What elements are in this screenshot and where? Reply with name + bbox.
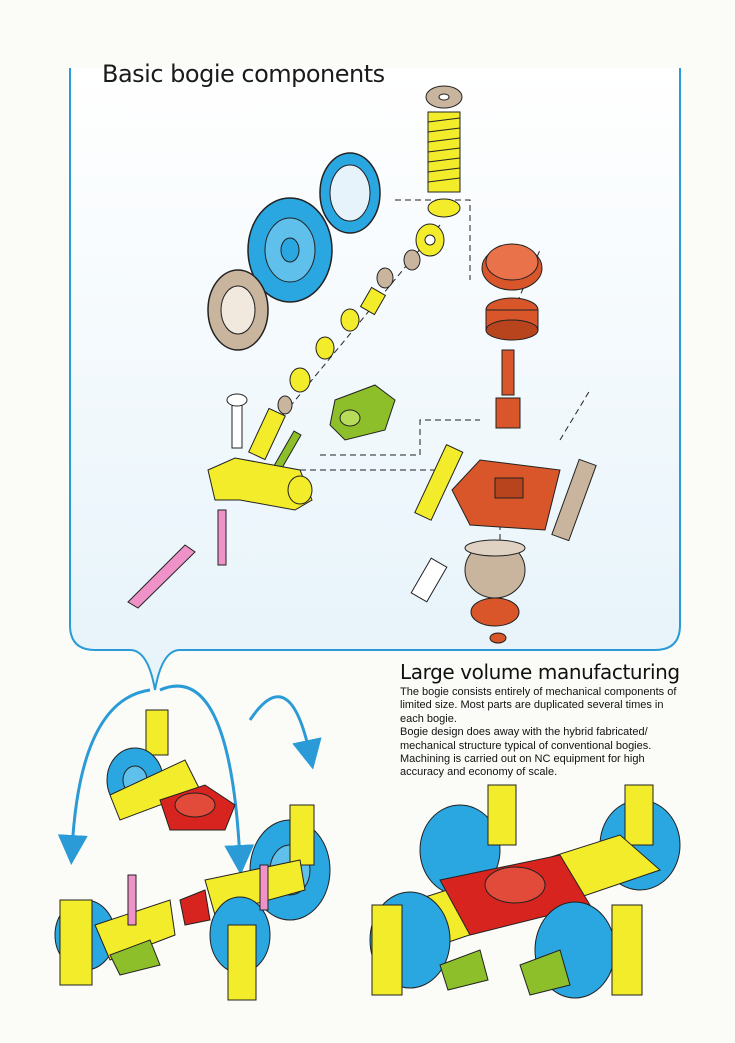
page-title: Basic bogie components — [102, 60, 385, 88]
tyre-blue — [319, 152, 381, 234]
wheel-disc-blue — [247, 197, 333, 303]
tan-axle-right — [551, 458, 597, 542]
partial-assembly-left — [54, 874, 176, 986]
pink-link — [127, 509, 227, 609]
section-heading: Large volume manufacturing — [400, 660, 680, 684]
full-bogie-assembly — [369, 784, 681, 999]
paragraph-2: Bogie design does away with the hybrid f… — [400, 726, 652, 779]
spring-stack — [403, 85, 463, 271]
body-text: The bogie consists entirely of mechanica… — [400, 686, 686, 780]
axle-parts — [248, 267, 394, 476]
paragraph-1: The bogie consists entirely of mechanica… — [400, 686, 677, 725]
gearbox-green — [329, 384, 396, 441]
partial-assembly-middle — [179, 804, 331, 1001]
center-pivot-red — [481, 243, 543, 429]
swing-arm-yellow — [207, 393, 313, 511]
spring-pack-lower — [464, 539, 526, 644]
yellow-axle-right — [414, 443, 464, 521]
bolster-red — [451, 459, 561, 531]
assembly-illustrations — [54, 684, 681, 1001]
brake-disc-tan — [207, 269, 269, 351]
damper-white — [410, 557, 448, 603]
diagram-panel — [69, 68, 681, 691]
partial-assembly-top — [106, 709, 236, 831]
panel-outline — [70, 68, 680, 690]
flow-arrows — [57, 684, 322, 875]
